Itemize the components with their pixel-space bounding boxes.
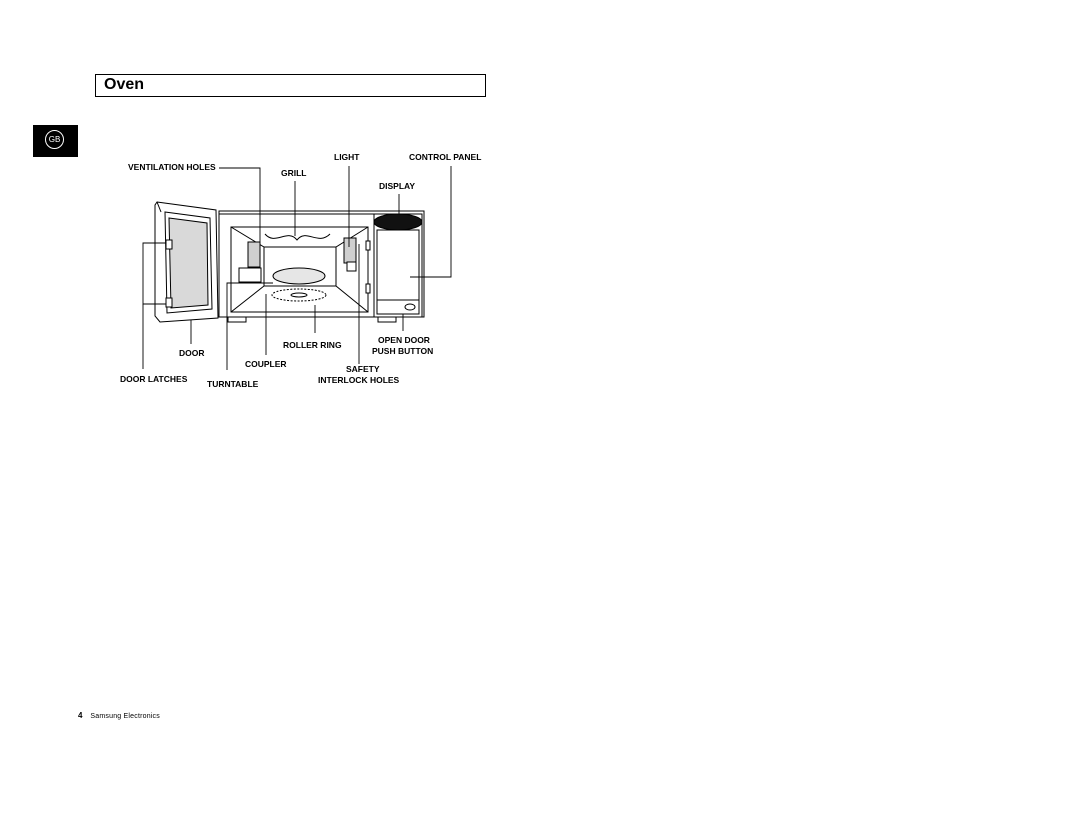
label-coupler: COUPLER — [245, 359, 287, 369]
page-number: 4 — [78, 711, 83, 720]
section-title-box: Oven — [95, 74, 486, 97]
label-door-latches: DOOR LATCHES — [120, 374, 188, 384]
page-title: Oven — [104, 76, 145, 93]
language-code-badge: GB — [45, 130, 64, 149]
label-control-panel: CONTROL PANEL — [409, 152, 481, 162]
label-ventilation-holes: VENTILATION HOLES — [128, 162, 216, 172]
label-grill: GRILL — [281, 168, 307, 178]
oven-cabinet — [218, 210, 425, 323]
label-push-button: PUSH BUTTON — [372, 346, 433, 356]
label-interlock-holes: INTERLOCK HOLES — [318, 375, 400, 385]
label-display: DISPLAY — [379, 181, 415, 191]
label-turntable: TURNTABLE — [207, 379, 259, 389]
label-safety: SAFETY — [346, 364, 380, 374]
label-open-door: OPEN DOOR — [378, 335, 430, 345]
label-door: DOOR — [179, 348, 205, 358]
door-illustration — [154, 201, 219, 323]
language-tab: GB — [33, 125, 78, 157]
control-panel — [373, 213, 423, 318]
oven-cavity — [230, 226, 371, 313]
leader-lines — [142, 166, 452, 370]
footer-brand: Samsung Electronics — [90, 713, 160, 720]
label-light: LIGHT — [334, 152, 360, 162]
page-footer: 4 Samsung Electronics — [78, 711, 160, 720]
label-roller-ring: ROLLER RING — [283, 340, 342, 350]
